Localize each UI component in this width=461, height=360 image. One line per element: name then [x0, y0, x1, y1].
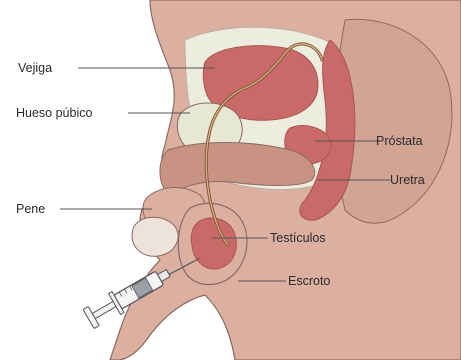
label-prostata: Próstata: [376, 134, 423, 148]
label-pene: Pene: [16, 202, 45, 216]
glans: [132, 217, 178, 256]
label-testiculos: Testículos: [270, 231, 326, 245]
label-escroto: Escroto: [288, 274, 330, 288]
label-uretra: Uretra: [390, 173, 425, 187]
label-vejiga: Vejiga: [18, 61, 52, 75]
label-hueso-pubico: Hueso púbico: [16, 106, 92, 120]
testicle: [191, 218, 236, 269]
